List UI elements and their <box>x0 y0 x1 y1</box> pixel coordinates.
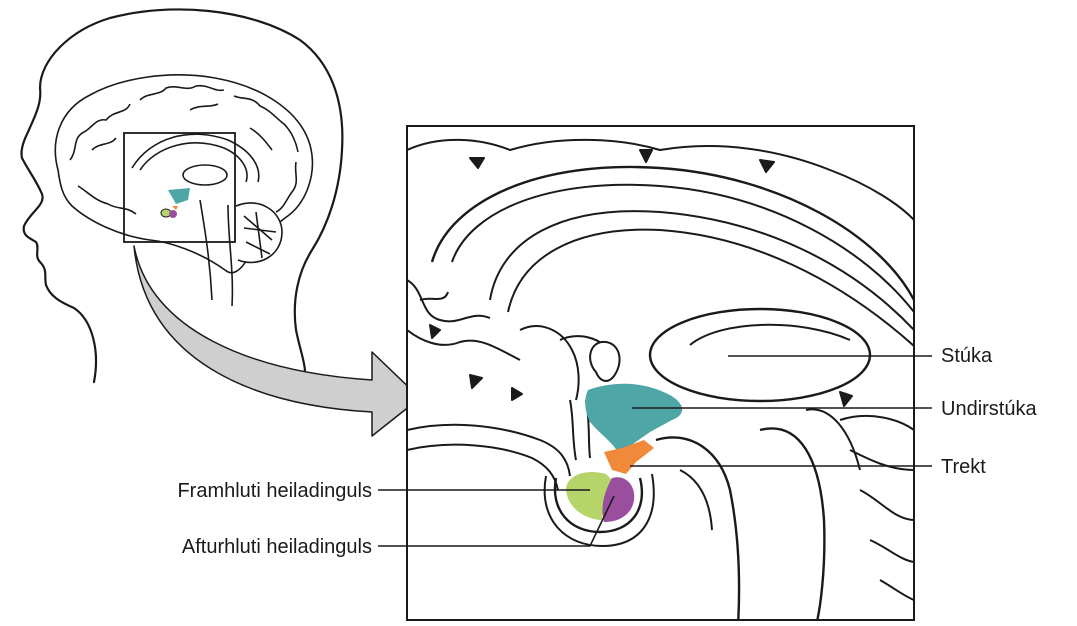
small-infundibulum-mark <box>172 206 178 210</box>
head-silhouette <box>20 8 344 384</box>
zoom-region-box <box>123 132 236 243</box>
label-thalamus: Stúka <box>941 345 993 367</box>
posterior-pituitary-region <box>602 477 635 522</box>
label-infundibulum: Trekt <box>941 456 986 478</box>
small-posterior-mark <box>169 210 177 218</box>
anterior-pituitary-region <box>566 471 612 520</box>
zoom-panel-content <box>407 138 914 620</box>
brain-overview <box>54 74 314 307</box>
zoom-panel-border <box>406 125 915 621</box>
leader-posterior <box>378 495 615 547</box>
label-posterior-pituitary: Afturhluti heiladinguls <box>181 536 372 558</box>
zoom-arrow <box>133 245 421 437</box>
label-anterior-pituitary: Framhluti heiladinguls <box>177 480 372 502</box>
hypothalamus-region <box>585 383 683 452</box>
label-hypothalamus: Undirstúka <box>941 398 1037 420</box>
infundibulum-region <box>604 440 654 474</box>
small-hypothalamus-mark <box>168 188 190 204</box>
